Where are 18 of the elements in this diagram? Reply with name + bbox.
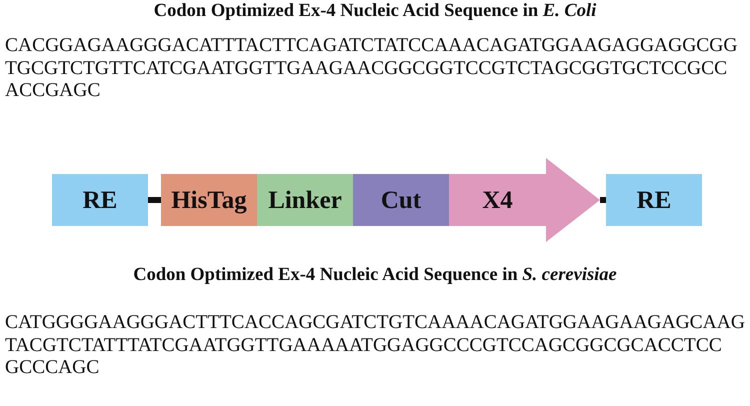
dna-sequence: CATGGGGAAGGGACTTTCACCAGCGATCTGTCAAAACAGATGGAAGAAGAGCAAG TACGTCTATTTATCGAATGGTTGAAAAATGGAGGCCCGTCCAGCGGCGCACCTCC GCCCAGC	[5, 312, 746, 380]
segment-label: X4	[481, 186, 514, 214]
segment-label: HisTag	[171, 186, 247, 214]
construct-arrow-segment	[449, 158, 600, 242]
segment-label: RE	[82, 186, 118, 214]
segment-label: Cut	[380, 186, 422, 214]
dna-sequence: CACGGAGAAGGGACATTTACTTCAGATCTATCCAAACAGATGGAAGAGGAGGCGG TGCGTCTGTTCATCGAATGGTTGAAGAACGGCGGTCCGTCTAGCGGTGCTCCGCC ACCGAGC	[5, 35, 738, 102]
segment-label: RE	[636, 186, 672, 214]
section-heading: Codon Optimized Ex-4 Nucleic Acid Sequence in E. Coli	[154, 0, 596, 22]
section-heading: Codon Optimized Ex-4 Nucleic Acid Sequence in S. cerevisiae	[133, 264, 617, 286]
segment-label: Linker	[268, 186, 342, 214]
connector-line	[148, 197, 161, 203]
construct-segment	[257, 174, 353, 226]
construct-segment	[606, 174, 702, 226]
construct-segment	[52, 174, 148, 226]
construct-segment	[353, 174, 449, 226]
construct-segment	[161, 174, 257, 226]
connector-line	[600, 197, 606, 203]
